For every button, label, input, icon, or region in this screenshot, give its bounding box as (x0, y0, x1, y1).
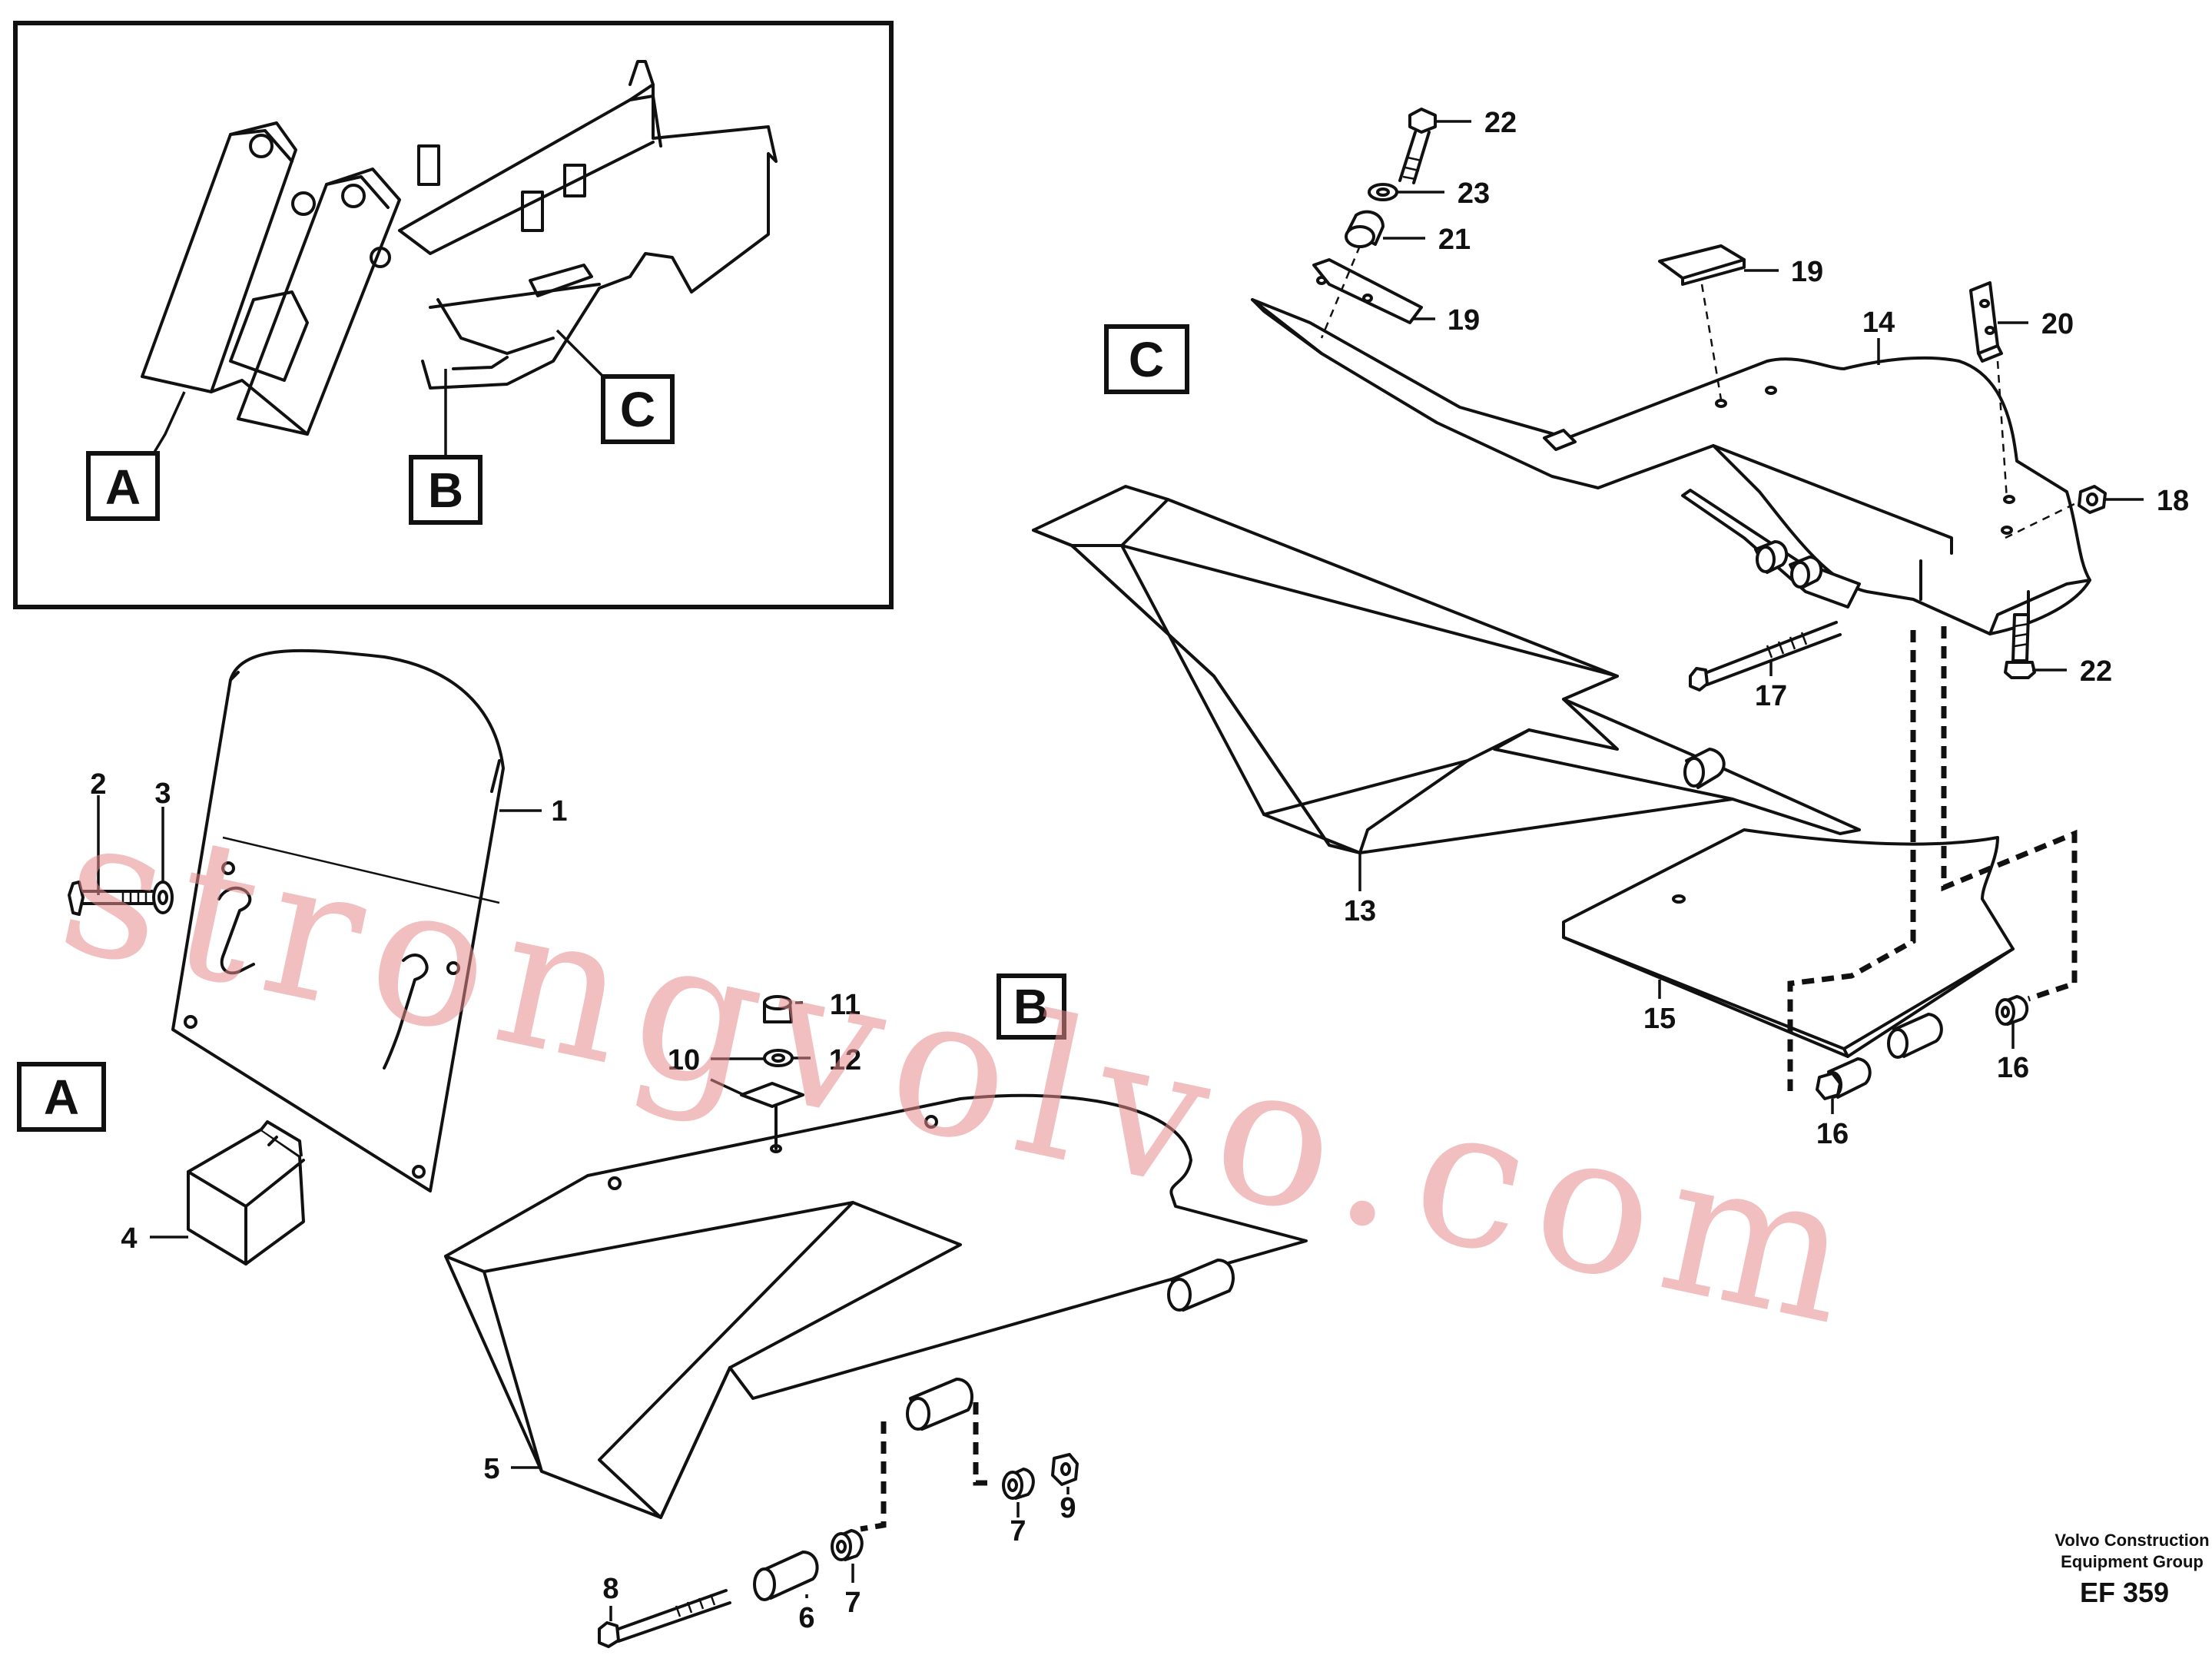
callout-21: 21 (1438, 224, 1471, 256)
inset-label-a-box (86, 451, 160, 521)
callout-19b: 19 (1791, 256, 1823, 288)
part-16-bushing-c (1995, 995, 2029, 1026)
callout-2: 2 (90, 768, 106, 801)
callout-20: 20 (2041, 308, 2074, 340)
part-9-nut (1051, 1453, 1079, 1486)
footer-block: Volvo Construction Equipment Group EF 35… (2054, 1531, 2209, 1608)
loader-frame-sketch (141, 60, 778, 436)
part-23-washer (1368, 183, 1398, 201)
part-2-bolt (68, 881, 154, 916)
callout-1: 1 (551, 795, 567, 828)
section-b-label: B (1013, 979, 1049, 1034)
callout-22a: 22 (1484, 107, 1517, 139)
part-22-bolt-upper (1398, 108, 1437, 184)
inset-label-c-box (601, 374, 675, 444)
section-c-box (1104, 324, 1189, 394)
callout-6: 6 (798, 1602, 814, 1634)
callout-16b: 16 (1816, 1118, 1849, 1150)
part-10-plate (740, 1082, 804, 1153)
part-16-nut (1816, 1072, 1842, 1100)
part-3-washer (152, 881, 174, 914)
part-13-wedge-plate (1032, 485, 1861, 854)
part-7-bushing-b (1002, 1468, 1035, 1500)
inset-label-b-box (409, 455, 483, 525)
callout-7a: 7 (844, 1587, 861, 1619)
callout-9: 9 (1060, 1492, 1076, 1524)
section-a: A (17, 648, 568, 1265)
part-18-nut (2078, 485, 2107, 514)
part-17-bolt (1689, 621, 1842, 692)
section-b-box (997, 973, 1066, 1040)
part-6-spacer (753, 1551, 819, 1601)
part-4-bracket (187, 1120, 305, 1265)
footer-company-line2: Equipment Group (2061, 1552, 2204, 1571)
section-c-label: C (1129, 332, 1164, 387)
part-20-clip (1969, 281, 2003, 363)
callout-7b: 7 (1010, 1515, 1026, 1547)
callout-17: 17 (1755, 680, 1787, 712)
inset-overview: A B C (13, 21, 894, 609)
inset-label-c: C (620, 382, 655, 437)
callout-16a: 16 (1997, 1052, 2029, 1084)
part-7-bushing-a (831, 1529, 864, 1561)
section-a-box (17, 1062, 106, 1132)
callout-22b: 22 (2080, 655, 2112, 688)
callout-12: 12 (829, 1044, 861, 1076)
inset-label-b: B (428, 463, 463, 518)
callout-4: 4 (121, 1222, 137, 1255)
part-bushing-b2 (906, 1378, 973, 1431)
part-bushing-b1 (1167, 1259, 1235, 1312)
inset-label-a: A (105, 459, 141, 515)
part-5-lower-plate (444, 1093, 1308, 1519)
callout-3: 3 (154, 778, 171, 810)
callout-23: 23 (1458, 177, 1490, 210)
callout-19a: 19 (1448, 304, 1480, 337)
part-21-spacer (1345, 210, 1385, 248)
section-a-label: A (44, 1070, 79, 1125)
part-1-guard-plate (171, 648, 505, 1192)
part-8-bolt (598, 1589, 731, 1648)
callout-14: 14 (1862, 307, 1895, 339)
section-c: C (1032, 107, 2189, 1150)
callout-18: 18 (2157, 485, 2189, 517)
section-b: B (444, 973, 1308, 1648)
part-19-clip-a (1312, 258, 1423, 324)
callout-8: 8 (602, 1573, 618, 1605)
part-16-bushing-a (1887, 1013, 1943, 1059)
part-22-bolt-lower (2004, 613, 2036, 679)
part-19-clip-b (1658, 244, 1746, 286)
part-15-bottom-plate (1562, 828, 2015, 1058)
part-14-upper-plate (1251, 298, 2091, 635)
callout-15: 15 (1643, 1003, 1676, 1035)
part-14-hinge-bracket (1681, 489, 1861, 609)
callout-13: 13 (1344, 895, 1376, 927)
footer-company-line1: Volvo Construction (2054, 1531, 2209, 1550)
part-11-nut (763, 995, 793, 1023)
callout-5: 5 (483, 1453, 499, 1485)
callout-11: 11 (830, 989, 861, 1021)
callout-10: 10 (668, 1044, 700, 1076)
footer-drawing-code: EF 359 (2080, 1577, 2169, 1608)
